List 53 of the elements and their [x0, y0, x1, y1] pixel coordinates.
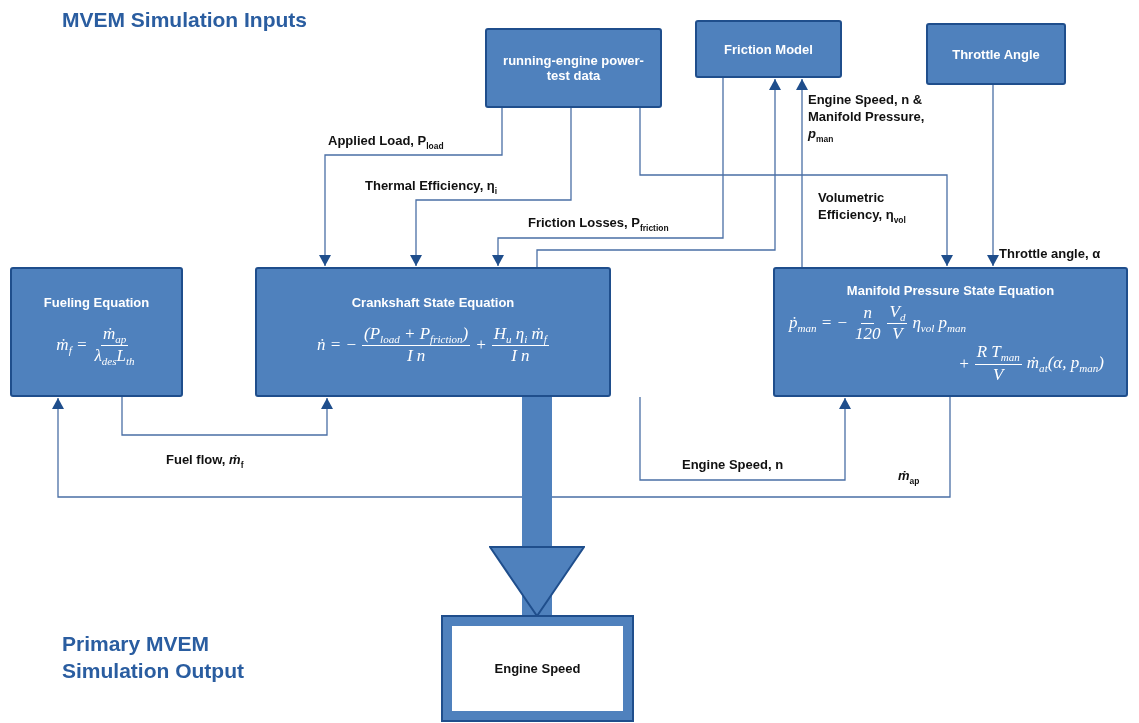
- fraction-denominator: I n: [405, 346, 427, 367]
- box-title: Crankshaft State Equation: [351, 295, 515, 310]
- block-arrow: [489, 397, 585, 617]
- edge-label: Fuel flow, ṁ$_{f}$: [166, 452, 244, 471]
- arrow: [52, 396, 951, 498]
- fraction-denominator: λ$_{des}$L$_{th}$: [93, 346, 136, 368]
- fraction-denominator: I n: [510, 346, 531, 367]
- fraction-denominator: V: [891, 324, 905, 345]
- arrow: [987, 84, 999, 267]
- equation-term: ṗ$_{man}$ = −: [789, 312, 848, 334]
- arrow: [796, 78, 808, 268]
- fraction-numerator: (P$_{load}$ + P$_{friction}$): [362, 324, 471, 347]
- fraction-numerator: H$_{u}$ η$_{i}$ ṁ$_{f}$: [491, 324, 549, 347]
- fraction-numerator: n: [861, 302, 874, 324]
- equation-term: ṁ$_{f}$ =: [56, 335, 88, 357]
- output-heading: Primary MVEM Simulation Output: [62, 631, 245, 685]
- input-box: [485, 28, 662, 108]
- fraction-numerator: ṁ$_{ap}$: [100, 324, 129, 347]
- edge-label: Friction Losses, P$_{friction}$: [528, 215, 669, 234]
- arrow: [121, 396, 333, 436]
- equation-term: ṅ = −: [317, 335, 357, 356]
- output-box: [443, 617, 632, 720]
- arrow: [492, 77, 724, 267]
- box-label: Throttle Angle: [952, 46, 1040, 62]
- fraction-denominator: 120: [854, 323, 882, 344]
- equation-term: η$_{vol}$ p$_{man}$: [912, 312, 967, 334]
- equation-term: +: [475, 335, 487, 356]
- equation-box: [773, 267, 1128, 397]
- equation-term: +: [958, 353, 970, 374]
- heading: MVEM Simulation Inputs: [62, 7, 307, 33]
- equation-box: [255, 267, 611, 397]
- fraction-numerator: R T$_{man}$: [974, 342, 1022, 365]
- fraction-denominator: V: [992, 364, 1006, 385]
- edge-label: Applied Load, P$_{load}$: [328, 133, 444, 152]
- edge-label: ṁ$_{ap}$: [898, 468, 920, 487]
- arrow: [319, 107, 503, 267]
- arrow: [639, 107, 953, 267]
- box-title: Manifold Pressure State Equation: [846, 283, 1055, 298]
- equation-term: ṁ$_{at}$(α, p$_{man}$): [1026, 352, 1104, 375]
- fraction-numerator: V$_{d}$: [887, 302, 908, 325]
- edge-label: Engine Speed, n: [682, 457, 784, 474]
- arrow: [639, 396, 851, 481]
- box-label: Engine Speed: [494, 661, 581, 676]
- input-box: [926, 23, 1066, 85]
- box-label: Friction Model: [724, 41, 813, 57]
- edge-label: Thermal Efficiency, η$_{i}$: [365, 178, 498, 197]
- arrow: [410, 107, 572, 267]
- box-label: running-engine power-test data: [502, 53, 645, 83]
- input-box: [695, 20, 842, 78]
- box-title: Fueling Equation: [43, 295, 150, 310]
- equation-box: [10, 267, 183, 397]
- arrow: [536, 78, 781, 268]
- edge-label: Throttle angle, α: [999, 246, 1101, 263]
